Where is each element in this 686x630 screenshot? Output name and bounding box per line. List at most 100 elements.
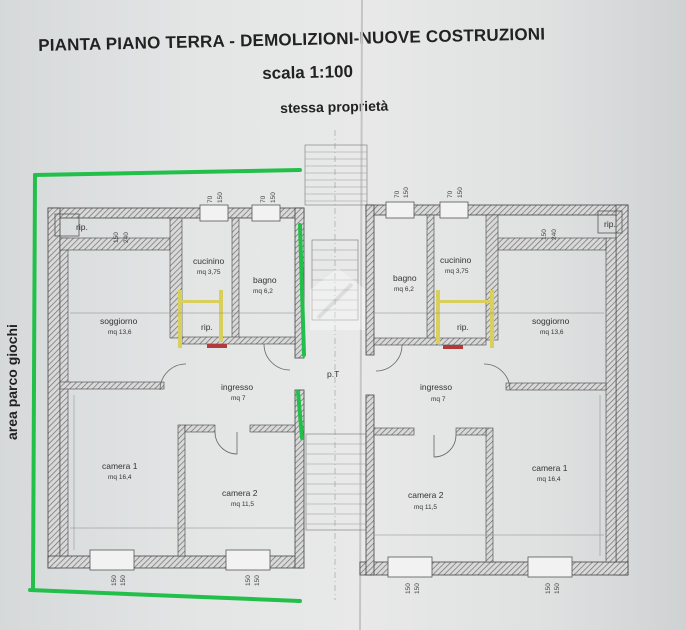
wall [294, 207, 305, 359]
dim-150: 150 [457, 187, 464, 198]
boundary-right-upper [298, 223, 306, 357]
wall [455, 427, 487, 436]
door-swing [214, 431, 238, 455]
door-swing [375, 344, 403, 372]
wall [365, 394, 375, 576]
red-mark [207, 344, 227, 348]
room-camera1-area: mq 16,4 [108, 474, 132, 481]
wall [249, 424, 296, 433]
dim-150: 150 [554, 583, 561, 594]
room-cucinino-area: mq 3,75 [197, 269, 221, 276]
wall [177, 424, 186, 557]
room-soggiorno-area: mq 13,6 [108, 329, 132, 336]
room-cucinino-area: mq 3,75 [445, 268, 469, 275]
window [385, 201, 415, 219]
wall [373, 337, 487, 346]
dim-150: 150 [270, 192, 277, 203]
dim-150: 150 [541, 229, 548, 240]
door-swing [263, 343, 291, 371]
room-camera2: camera 2 [408, 490, 444, 500]
yellow-partition [180, 300, 222, 303]
dim-70: 70 [207, 195, 214, 203]
red-mark [443, 345, 463, 349]
room-camera2: camera 2 [222, 488, 258, 498]
boundary-bottom [28, 588, 302, 603]
door-swing [483, 363, 511, 391]
stair-flight [305, 433, 367, 531]
dim-150: 150 [120, 575, 127, 586]
room-ingresso: ingresso [221, 382, 253, 392]
room-camera1: camera 1 [532, 463, 568, 473]
room-camera1-area: mq 16,4 [537, 476, 561, 483]
wall [184, 424, 216, 433]
page-fold [359, 0, 363, 630]
dim-240: 240 [123, 232, 130, 243]
room-rip: rip. [201, 322, 213, 332]
dim-150: 150 [113, 232, 120, 243]
wall [365, 204, 375, 356]
room-rip: rip. [457, 322, 469, 332]
room-camera1: camera 1 [102, 461, 138, 471]
stair-flight [304, 144, 368, 206]
dim-150: 150 [245, 575, 252, 586]
dim-150: 150 [545, 583, 552, 594]
boundary-left [31, 173, 37, 590]
wall [47, 207, 61, 569]
wall [605, 237, 617, 563]
window [387, 556, 433, 578]
room-ingresso-area: mq 7 [231, 395, 246, 402]
boundary-right-lower [296, 390, 304, 440]
room-soggiorno-area: mq 13,6 [540, 329, 564, 336]
room-bagno-area: mq 6,2 [394, 286, 414, 293]
room-cucinino: cucinino [193, 256, 224, 266]
right-unit: rip. cucinino mq 3,75 bagno mq 6,2 soggi… [359, 187, 629, 594]
dim-150: 150 [405, 583, 412, 594]
dim-150: 150 [414, 583, 421, 594]
room-ingresso: ingresso [420, 382, 452, 392]
window [251, 204, 281, 222]
wall [231, 217, 240, 344]
dim-240: 240 [551, 229, 558, 240]
closet [597, 210, 623, 234]
closet [54, 213, 80, 237]
wall [505, 382, 607, 391]
staircase: p.T [304, 130, 368, 600]
wall [615, 204, 629, 576]
room-bagno: bagno [253, 275, 277, 285]
window [527, 556, 573, 578]
left-unit: rip. cucinino mq 3,75 bagno mq 6,2 soggi… [47, 192, 305, 586]
window [439, 201, 469, 219]
door-swing [159, 363, 187, 391]
room-camera2-area: mq 11,5 [231, 501, 254, 508]
room-soggiorno: soggiorno [532, 316, 570, 326]
dim-150: 150 [403, 187, 410, 198]
room-cucinino: cucinino [440, 255, 471, 265]
dim-70: 70 [260, 195, 267, 203]
room-camera2-area: mq 11,5 [414, 504, 437, 511]
room-ingresso-area: mq 7 [431, 396, 446, 403]
yellow-partition [438, 300, 492, 303]
boundary-top [33, 168, 302, 177]
wall [59, 381, 165, 390]
yellow-partition [219, 290, 223, 342]
wall [485, 427, 494, 563]
wall [181, 336, 296, 345]
door-swing [433, 434, 457, 458]
wall [59, 237, 69, 557]
wall [294, 389, 305, 569]
window [225, 549, 271, 571]
dim-70: 70 [394, 190, 401, 198]
yellow-partition [490, 290, 494, 348]
yellow-partition [436, 290, 440, 344]
room-bagno-area: mq 6,2 [253, 288, 273, 295]
window [199, 204, 229, 222]
watermark-logo [310, 268, 366, 330]
stair-level-label: p.T [327, 369, 339, 379]
dim-150: 150 [254, 575, 261, 586]
dim-70: 70 [447, 190, 454, 198]
park-boundary [28, 168, 306, 603]
dim-150: 150 [217, 192, 224, 203]
wall [426, 214, 435, 344]
room-rip-top: rip. [76, 222, 88, 232]
